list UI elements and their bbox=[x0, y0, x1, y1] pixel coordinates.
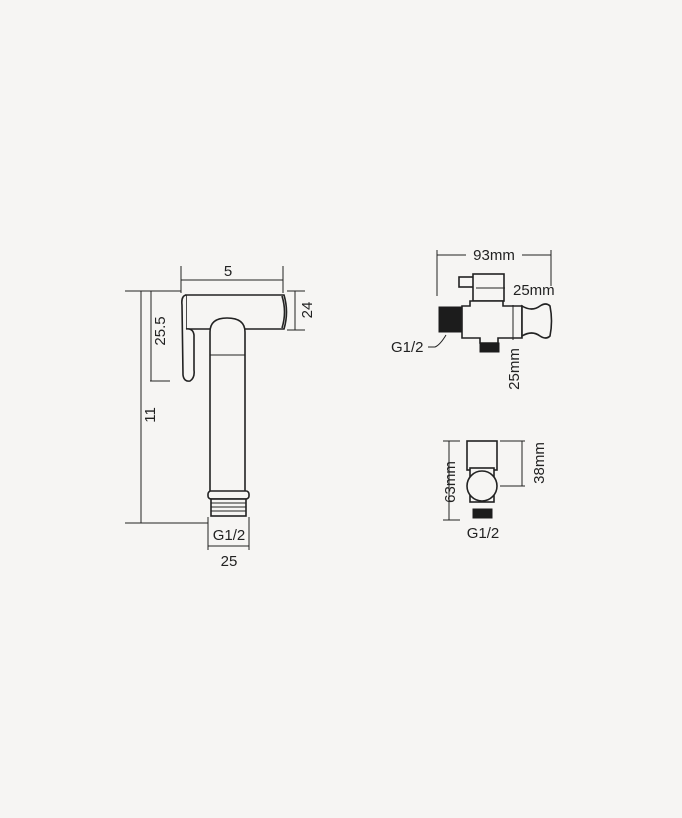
sprayer-handle bbox=[209, 317, 246, 494]
side-outlet-circle bbox=[466, 470, 498, 502]
width-label: 5 bbox=[224, 263, 232, 280]
total-height-label: 11 bbox=[142, 407, 159, 423]
sprayer-head bbox=[185, 294, 288, 330]
valve-width-label: 93mm bbox=[473, 247, 515, 264]
thread-collar bbox=[207, 490, 250, 500]
head-height-label: 24 bbox=[299, 302, 316, 319]
side-total-height-label: 63mm bbox=[442, 461, 459, 503]
sprayer-thread-label: G1/2 bbox=[213, 527, 246, 544]
inlet-thread bbox=[438, 306, 462, 333]
side-knob bbox=[466, 440, 498, 471]
sprayer-drawing: 5 24 11 25.5 G1/2 25 bbox=[125, 263, 316, 570]
valve-body bbox=[461, 300, 523, 344]
side-thread bbox=[472, 508, 493, 519]
side-thread-label: G1/2 bbox=[467, 525, 500, 542]
valve-side-drawing: 63mm 38mm G1/2 bbox=[442, 440, 548, 542]
valve-thread-label: G1/2 bbox=[391, 339, 424, 356]
knob-width-label: 25mm bbox=[513, 282, 555, 299]
sprayer-head-cap bbox=[281, 295, 286, 329]
thread bbox=[210, 498, 247, 517]
thread-width-label: 25 bbox=[221, 553, 238, 570]
valve-height-label: 25mm bbox=[506, 348, 523, 390]
valve-front-drawing: 93mm 25mm 25mm G1/2 bbox=[391, 247, 555, 390]
valve-tab bbox=[458, 276, 475, 288]
valve-handle bbox=[521, 303, 553, 339]
side-top-height-label: 38mm bbox=[531, 442, 548, 484]
outlet-thread bbox=[479, 342, 500, 353]
lever-height-label: 25.5 bbox=[152, 316, 169, 345]
sprayer-lever bbox=[181, 294, 195, 382]
